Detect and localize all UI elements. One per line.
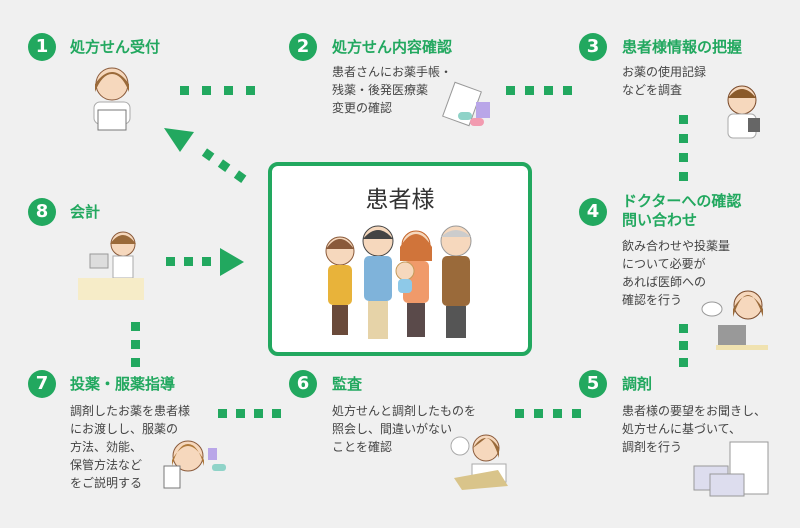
step-1-title: 処方せん受付 bbox=[70, 38, 161, 56]
step-2-number: 2 bbox=[289, 33, 317, 61]
doctor-inquiry-illustration bbox=[701, 290, 768, 350]
step-6-number: 6 bbox=[289, 370, 317, 398]
father-figure bbox=[362, 225, 394, 339]
step-3-number: 3 bbox=[579, 33, 607, 61]
medicine-notebook-illustration bbox=[442, 81, 490, 127]
step-5-description: 患者様の要望をお聞きし、 処方せんに基づいて、 調剤を行う bbox=[622, 404, 767, 454]
reception-staff-illustration bbox=[93, 67, 131, 131]
step-3-title: 患者様情報の把握 bbox=[622, 38, 743, 56]
patient-center-box: 患者様 bbox=[268, 162, 532, 356]
step-4-title: ドクターへの確認 問い合わせ bbox=[622, 192, 742, 229]
step-2-description: 患者さんにお薬手帳・ 残薬・後発医療薬 変更の確認 bbox=[332, 65, 453, 115]
medication-guidance-illustration bbox=[163, 440, 226, 489]
step-7-title: 投薬・服薬指導 bbox=[70, 375, 176, 393]
family-illustration bbox=[325, 225, 472, 339]
step-7-description: 調剤したお薬を患者様 にお渡しし、服薬の 方法、効能、 保管方法など をご説明す… bbox=[70, 404, 191, 490]
step-4-number: 4 bbox=[579, 198, 607, 226]
grandmother-figure bbox=[325, 236, 355, 335]
step-4-description: 飲み合わせや投薬量 について必要が あれば医師への 確認を行う bbox=[622, 239, 731, 307]
step-7-number: 7 bbox=[28, 370, 56, 398]
baby-figure bbox=[395, 261, 415, 293]
step-5-title: 調剤 bbox=[622, 375, 653, 393]
arrow-right-icon bbox=[220, 248, 244, 276]
step-5-number: 5 bbox=[579, 370, 607, 398]
step-2-title: 処方せん内容確認 bbox=[332, 38, 453, 56]
pharmacist-male-illustration bbox=[727, 85, 760, 139]
step-1-number: 1 bbox=[28, 33, 56, 61]
arrow-center-to-step-1 bbox=[164, 128, 247, 183]
dispensing-medicine-illustration bbox=[693, 441, 769, 497]
step-8-number: 8 bbox=[28, 198, 56, 226]
step-3-description: お薬の使用記録 などを調査 bbox=[622, 65, 707, 97]
step-8-title: 会計 bbox=[70, 203, 101, 221]
cashier-illustration bbox=[78, 231, 144, 300]
step-6-description: 処方せんと調剤したものを 照会し、間違いがない ことを確認 bbox=[332, 404, 477, 454]
step-6-title: 監査 bbox=[332, 375, 363, 393]
grandfather-figure bbox=[440, 225, 472, 338]
audit-pharmacist-illustration bbox=[450, 434, 508, 490]
patient-title: 患者様 bbox=[365, 187, 435, 213]
